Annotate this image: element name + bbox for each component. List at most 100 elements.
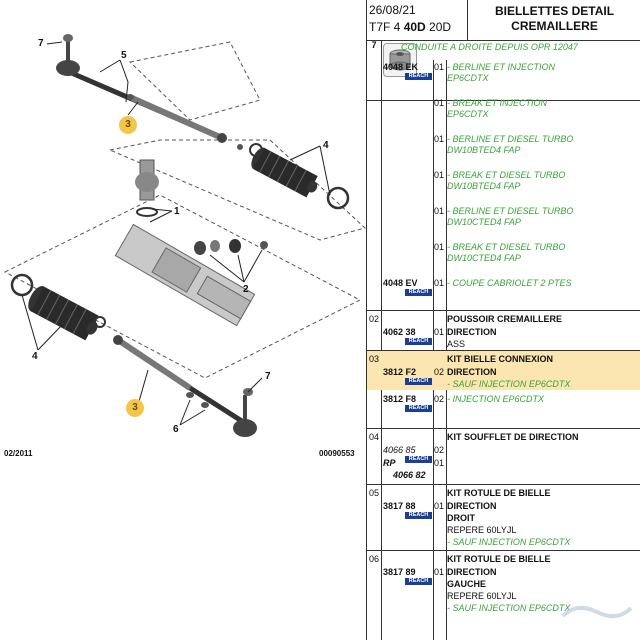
rotule-d-note: REPERE 60LYJL [447,525,517,535]
bielle-note1: - SAUF INJECTION EP6CDTX [447,379,571,389]
title-line1: BIELLETTES DETAIL [494,4,615,18]
qty: 01 [434,206,445,216]
variant-line1: - BERLINE ET INJECTION [447,62,556,72]
row-index-04: 04 [369,432,380,442]
qty: 01 [434,62,445,72]
panel-title: BIELLETTES DETAIL CREMAILLERE [467,0,640,40]
callout-4-top: 4 [323,140,329,151]
ref-381788[interactable]: 3817 88 [383,501,416,511]
row-index-03: 03 [369,354,380,364]
variant-line1: - BERLINE ET DIESEL TURBO [447,134,574,144]
separator [367,350,640,351]
rotule-d-title2: DIRECTION [447,501,497,511]
parts-list-panel: 26/08/21 T7F 4 40D 20D BIELLETTES DETAIL… [366,0,640,640]
callout-3-bottom: 3 [126,399,144,417]
diagram-ref: 00090553 [319,449,355,458]
callout-3-top: 3 [119,116,137,134]
callout-2: 2 [243,284,249,295]
reach-badge: REACH [405,512,432,519]
ref-406685[interactable]: 4066 85 [383,445,416,455]
callout-1: 1 [174,206,180,217]
rotule-g-title3: GAUCHE [447,579,487,589]
separator [367,550,640,551]
variant-line2: DW10CTED4 FAP [447,217,521,227]
thumbnail-row: 7 CONDUITE A DROITE DEPUIS OPR 12047 [367,40,640,101]
rotule-d-title3: DROIT [447,513,475,523]
callout-7-top: 7 [38,38,44,49]
variant-line2: DW10BTED4 FAP [447,145,521,155]
poussoir-title: POUSSOIR CREMAILLERE [447,314,563,324]
conduite-note: CONDUITE A DROITE DEPUIS OPR 12047 [401,42,578,52]
soufflet-title: KIT SOUFFLET DE DIRECTION [447,432,579,442]
callout-7-bottom: 7 [265,371,271,382]
watermark-icon [561,605,633,619]
bushing-icon [389,49,411,71]
ref-406682[interactable]: 4066 82 [393,470,426,480]
variant-line1: - BREAK ET INJECTION [447,98,548,108]
header-date: 26/08/21 [369,3,416,17]
variant-line2: EP6CDTX [447,109,489,119]
row-index-06: 06 [369,554,380,564]
qty: 01 [434,242,445,252]
bushing-thumbnail[interactable] [383,43,417,77]
qty: 02 [434,367,445,377]
ref-4048ek[interactable]: 4048 EK [383,62,419,72]
reach-badge: REACH [405,578,432,585]
header-info: 26/08/21 T7F 4 40D 20D [369,2,451,36]
rotule-g-note2: - SAUF INJECTION EP6CDTX [447,603,571,613]
qty: 01 [434,501,445,511]
rotule-g-note: REPERE 60LYJL [447,591,517,601]
qty: 01 [434,98,445,108]
variant-line2: DW10BTED4 FAP [447,181,521,191]
bielle-note2: - INJECTION EP6CDTX [447,394,545,404]
rp-label: RP [383,458,396,468]
qty: 01 [434,170,445,180]
rotule-g-title1: KIT ROTULE DE BIELLE [447,554,551,564]
poussoir-note: ASS [447,339,466,349]
variant-line2: EP6CDTX [447,73,489,83]
reach-badge: REACH [405,378,432,385]
row-index-05: 05 [369,488,380,498]
separator [367,428,640,429]
reach-badge: REACH [405,338,432,345]
callout-5: 5 [121,50,127,61]
reach-badge: REACH [405,73,432,80]
separator [367,484,640,485]
variant-line1: - BERLINE ET DIESEL TURBO [447,206,574,216]
ref-4048ev[interactable]: 4048 EV [383,278,418,288]
code-prefix: T7F 4 [369,20,404,34]
variant-line1: - BREAK ET DIESEL TURBO [447,242,566,252]
panel-header: 26/08/21 T7F 4 40D 20D BIELLETTES DETAIL… [367,0,640,41]
ref-406238[interactable]: 4062 38 [383,327,416,337]
variant-line1: - BREAK ET DIESEL TURBO [447,170,566,180]
reach-badge: REACH [405,289,432,296]
rotule-d-title1: KIT ROTULE DE BIELLE [447,488,551,498]
reach-badge: REACH [405,456,432,463]
ref-3812f8[interactable]: 3812 F8 [383,394,417,404]
bielle-title: KIT BIELLE CONNEXION [447,354,554,364]
qty: 01 [434,327,445,337]
title-line2: CREMAILLERE [511,19,598,33]
callout-6: 6 [173,424,179,435]
rotule-d-note2: - SAUF INJECTION EP6CDTX [447,537,571,547]
qty: 02 [434,445,445,455]
poussoir-title2: DIRECTION [447,327,497,337]
callout-4-bottom: 4 [32,351,38,362]
bielle-title2: DIRECTION [447,367,497,377]
rotule-g-title2: DIRECTION [447,567,497,577]
code-suffix: 20D [425,20,452,34]
watermark-logo [557,598,637,624]
header-code: T7F 4 40D 20D [369,19,451,36]
qty: 01 [434,278,445,288]
row-index-02: 02 [369,314,380,324]
qty: 02 [434,394,445,404]
code-bold: 40D [403,20,426,34]
reach-badge: REACH [405,405,432,412]
ref-3812f2[interactable]: 3812 F2 [383,367,417,377]
variant-line2: DW10CTED4 FAP [447,253,521,263]
ref-381789[interactable]: 3817 89 [383,567,416,577]
steering-rack-drawing [3,34,366,437]
qty: 01 [434,134,445,144]
diagram-date: 02/2011 [4,449,33,458]
qty: 01 [434,567,445,577]
